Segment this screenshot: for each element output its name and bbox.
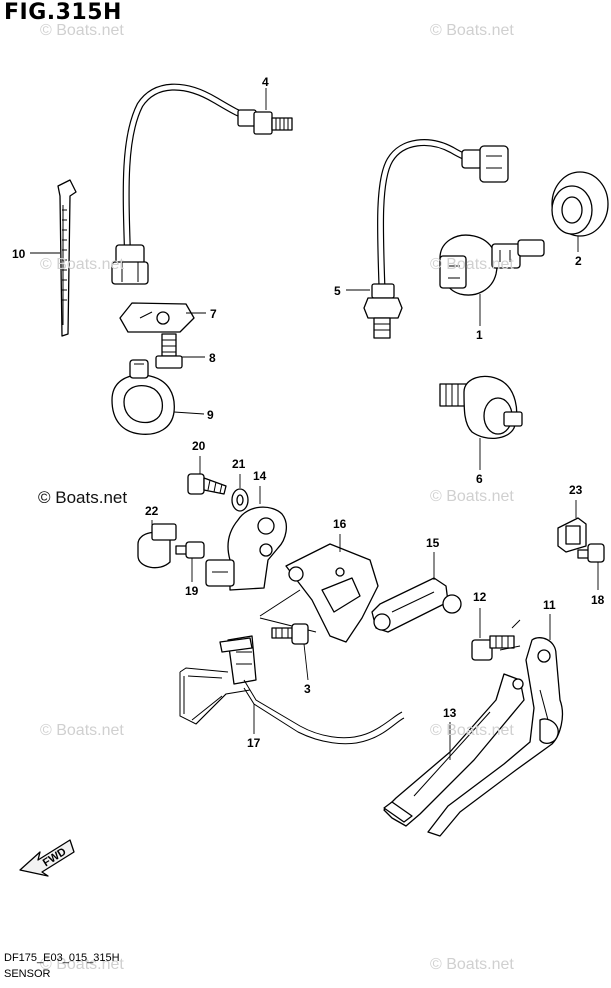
figure-title: FIG.315H [4,0,122,25]
forward-direction-arrow: FWD [19,839,75,877]
callout-10: 10 [12,247,26,261]
watermark: © Boats.net [40,956,124,973]
callout-2: 2 [575,254,582,268]
callout-1: 1 [476,328,483,342]
figure-code: DF175_E03_015_315H [4,952,120,964]
part-7-clamp-plate[interactable] [119,302,195,333]
part-10-cable-tie[interactable] [57,179,77,337]
part-6-knock-sensor[interactable] [439,375,523,439]
leader-lines [30,88,599,760]
callout-17: 17 [247,736,261,750]
callout-14: 14 [253,469,267,483]
watermark-dark: © Boats.net [38,488,128,507]
part-17-wire-harness[interactable] [179,635,405,745]
part-11-bracket-arm[interactable] [427,637,564,837]
part-18-bolt[interactable] [577,543,605,563]
part-8-bolt[interactable] [155,333,183,369]
callout-19: 19 [185,584,199,598]
part-3-bolt[interactable] [271,623,309,645]
part-19-bolt[interactable] [175,541,205,559]
callout-5: 5 [334,284,341,298]
part-16-bracket[interactable] [259,543,379,643]
part-22-clip[interactable] [137,523,177,569]
part-20-bolt[interactable] [187,473,227,495]
callout-3: 3 [304,682,311,696]
callout-23: 23 [569,483,583,497]
callout-21: 21 [232,457,246,471]
watermark: © Boats.net [40,256,124,273]
callout-4: 4 [262,75,269,89]
section-name: SENSOR [4,968,51,980]
part-5-sensor-cable[interactable] [363,139,509,339]
watermark: © Boats.net [40,722,124,739]
part-15-link-rod[interactable] [371,577,462,633]
part-9-cable-clamp[interactable] [111,359,175,435]
part-4-sensor-cable[interactable] [111,83,293,285]
callout-11: 11 [543,598,556,612]
callout-18: 18 [591,593,605,607]
part-13-lever[interactable] [383,673,525,827]
callout-12: 12 [473,590,487,604]
part-14-position-sensor[interactable] [205,506,288,591]
watermark: © Boats.net [430,488,514,505]
watermark: © Boats.net [430,22,514,39]
callout-22: 22 [145,504,159,518]
part-12-bolt[interactable] [471,619,521,661]
callout-labels: 4 10 5 1 2 7 8 9 6 20 21 14 22 19 16 15 … [12,75,605,750]
watermark: © Boats.net [430,956,514,973]
part-1-sensor-connector[interactable] [439,234,545,296]
callout-20: 20 [192,439,206,453]
watermark: © Boats.net [40,22,124,39]
watermark: © Boats.net [430,256,514,273]
callout-16: 16 [333,517,347,531]
callout-9: 9 [207,408,214,422]
callout-7: 7 [210,307,217,321]
callout-8: 8 [209,351,216,365]
part-21-washer[interactable] [231,488,249,512]
callout-6: 6 [476,472,483,486]
callout-13: 13 [443,706,457,720]
watermark: © Boats.net [430,722,514,739]
part-2-grommet[interactable] [551,171,609,237]
callout-15: 15 [426,536,440,550]
part-23-clip[interactable] [557,517,587,553]
